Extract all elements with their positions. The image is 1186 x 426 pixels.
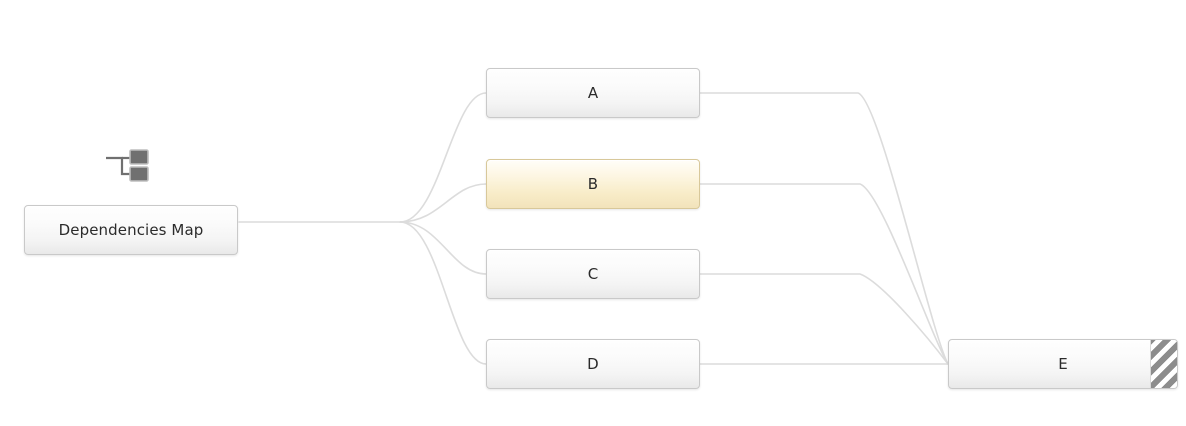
edge-b-e: [699, 183, 949, 365]
striped-resize-handle[interactable]: [1150, 340, 1177, 388]
node-dependencies-map[interactable]: Dependencies Map: [24, 205, 238, 255]
node-a[interactable]: A: [486, 68, 700, 118]
node-e[interactable]: E: [948, 339, 1178, 389]
hierarchy-icon: [106, 149, 149, 182]
edge-fan-c: [399, 221, 487, 275]
node-label: Dependencies Map: [58, 220, 204, 239]
edge-fan-b: [399, 183, 487, 223]
node-label: C: [587, 264, 599, 283]
node-label: B: [587, 174, 599, 193]
node-label: D: [587, 354, 599, 373]
node-c[interactable]: C: [486, 249, 700, 299]
node-b[interactable]: B: [486, 159, 700, 209]
edge-fan-d: [399, 221, 487, 365]
node-label: A: [587, 83, 599, 102]
edge-a-e: [699, 92, 949, 365]
node-label: E: [1058, 354, 1068, 373]
node-d[interactable]: D: [486, 339, 700, 389]
edge-c-e: [699, 273, 949, 365]
edge-fan-a: [399, 92, 487, 223]
